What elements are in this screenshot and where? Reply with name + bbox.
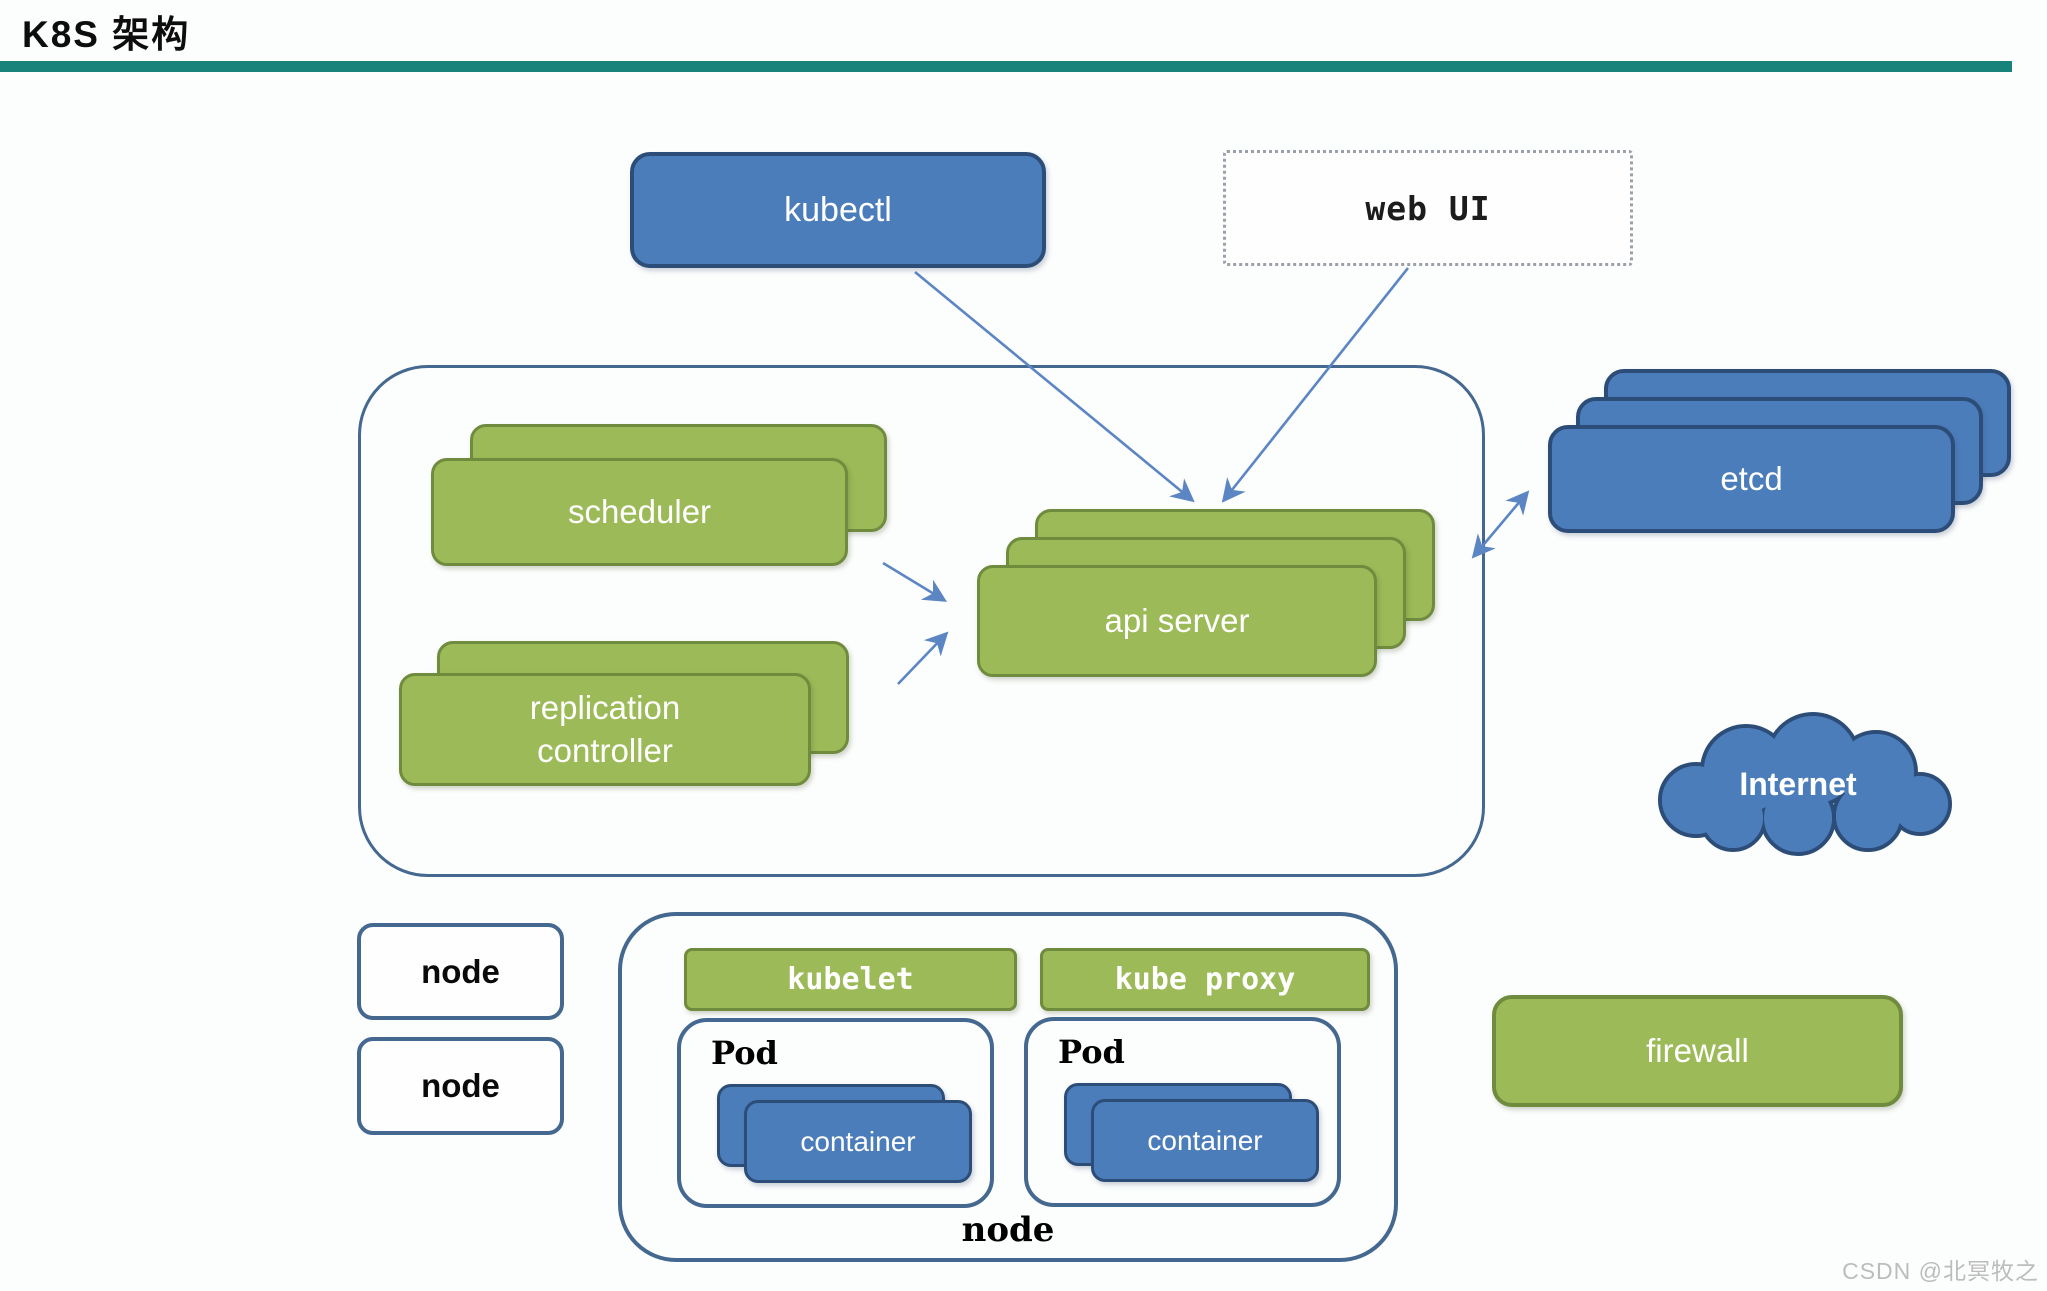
- api-server-node: api server: [977, 565, 1377, 677]
- kube-proxy-label: kube proxy: [1114, 962, 1296, 997]
- internet-label: Internet: [1739, 765, 1857, 802]
- kube-proxy-node: kube proxy: [1040, 948, 1370, 1011]
- container-label: container: [800, 1125, 916, 1157]
- replication-controller-node: replication controller: [399, 673, 811, 786]
- kubelet-node: kubelet: [684, 948, 1017, 1011]
- etcd-label: etcd: [1720, 460, 1783, 497]
- kubectl-label: kubectl: [784, 190, 892, 229]
- firewall-label: firewall: [1646, 1032, 1749, 1069]
- pod-box: Pod container: [1024, 1017, 1341, 1207]
- api-server-label: api server: [1104, 602, 1250, 639]
- pod-box: Pod container: [677, 1018, 994, 1208]
- page-title: K8S 架构: [22, 14, 191, 55]
- internet-cloud: [1628, 712, 1968, 862]
- title-underline: [0, 61, 2012, 72]
- watermark: CSDN @北冥牧之: [1842, 1258, 2039, 1284]
- kubectl-node: kubectl: [630, 152, 1046, 268]
- scheduler-label: scheduler: [567, 493, 712, 530]
- replication-controller-label: replication controller: [529, 688, 681, 769]
- web-ui-label: web UI: [1365, 188, 1491, 228]
- worker-node-container: node: [618, 912, 1398, 1262]
- pod-label: Pod: [1058, 1033, 1125, 1071]
- node-box-1: node: [357, 923, 564, 1020]
- scheduler-node: scheduler: [431, 458, 848, 566]
- node-box-2: node: [357, 1037, 564, 1135]
- pod-label: Pod: [711, 1034, 778, 1072]
- node-box-2-label: node: [421, 1067, 500, 1104]
- firewall-node: firewall: [1492, 995, 1903, 1107]
- container-node: container: [744, 1100, 972, 1183]
- worker-node-label: node: [961, 1210, 1055, 1250]
- container-node: container: [1091, 1099, 1319, 1182]
- cloud-icon: [1658, 712, 1952, 856]
- etcd-node: etcd: [1548, 425, 1955, 533]
- node-box-1-label: node: [421, 952, 500, 990]
- container-label: container: [1147, 1124, 1263, 1156]
- web-ui-node: web UI: [1223, 150, 1633, 266]
- kubelet-label: kubelet: [787, 962, 914, 997]
